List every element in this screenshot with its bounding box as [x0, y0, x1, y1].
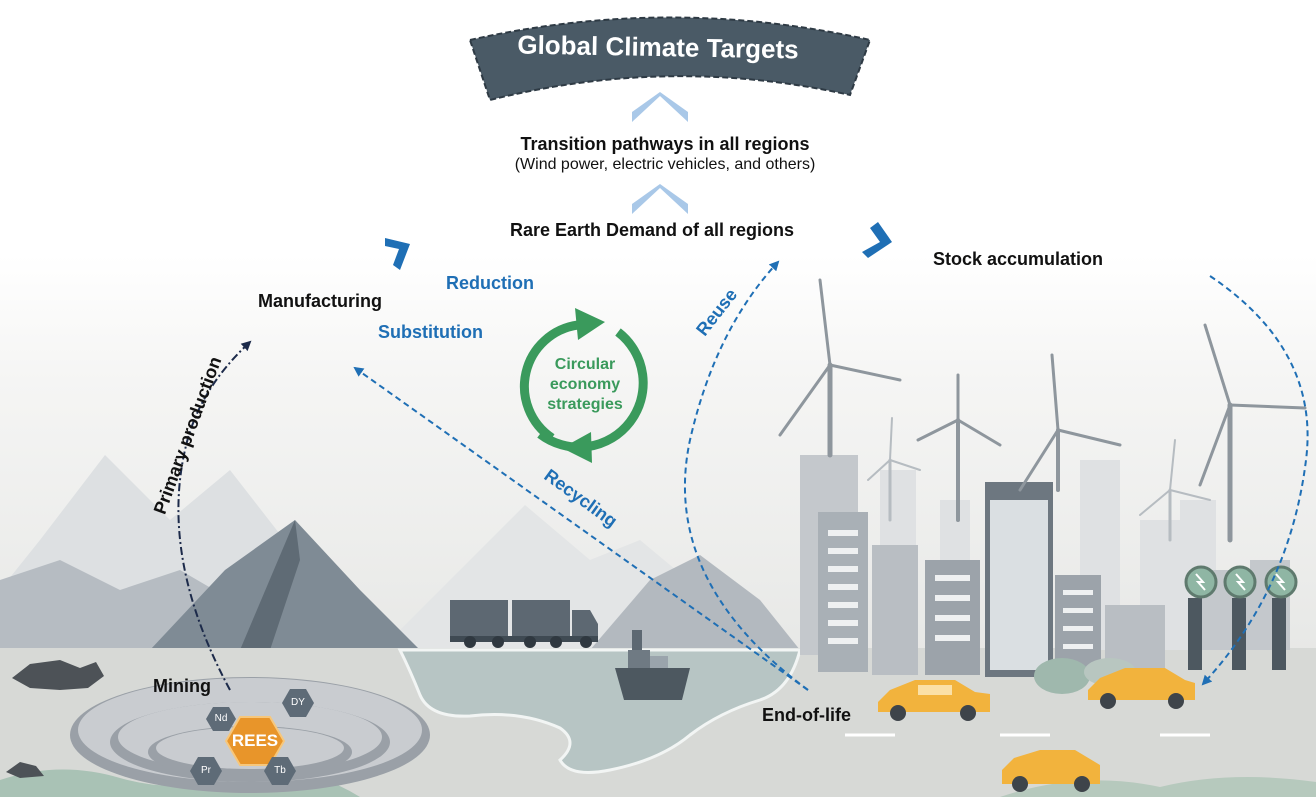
chevron-right-icon: [862, 222, 892, 258]
substitution-label: Substitution: [378, 322, 483, 342]
circular-line-3: strategies: [547, 396, 623, 413]
wind-turbines: [778, 278, 1307, 543]
reuse-arrow: [683, 260, 809, 691]
recycling-arrow: [353, 366, 809, 691]
charging-stations: [1184, 565, 1298, 670]
tb-label: Tb: [274, 765, 286, 776]
nd-label: Nd: [214, 713, 228, 724]
mining-label: Mining: [153, 676, 211, 696]
city-near: [818, 482, 1165, 677]
truck-illustration: [450, 600, 598, 648]
circular-arrowhead: [562, 432, 592, 463]
mountains-mid: [0, 520, 800, 650]
rocks: [6, 660, 104, 778]
manufacturing-label: Manufacturing: [258, 291, 382, 311]
cars: [878, 668, 1195, 792]
dy-label: DY: [291, 697, 305, 708]
car-1: [878, 680, 990, 721]
tb-hexagon: [264, 757, 296, 785]
up-chevron-icon: [632, 92, 688, 122]
pr-label: Pr: [201, 765, 211, 776]
car-3: [1002, 750, 1100, 792]
circular-line-2: economy: [549, 376, 621, 393]
dy-hexagon: [282, 689, 314, 717]
end-of-life-label: End-of-life: [762, 705, 851, 725]
ship-illustration: [615, 630, 690, 700]
stock-accumulation-label: Stock accumulation: [933, 249, 1104, 269]
transition-examples: (Wind power, electric vehicles, and othe…: [514, 156, 816, 173]
water: [397, 648, 802, 774]
building-windows: [828, 530, 1093, 649]
car-2: [1088, 668, 1195, 709]
reduction-label: Reduction: [446, 273, 534, 293]
transition-heading: Transition pathways in all regions: [520, 134, 810, 154]
element-hexagons: [190, 689, 314, 785]
nd-hexagon: [206, 707, 236, 731]
rees-hexagon: [224, 716, 286, 766]
circular-economy-label: Circular economy strategies: [530, 355, 640, 415]
title-banner: [468, 16, 872, 102]
circular-arrowhead: [575, 308, 605, 340]
rees-label: REES: [231, 731, 279, 750]
pr-hexagon: [190, 757, 222, 785]
stock-to-eol-arrow: [1201, 275, 1309, 686]
flow-arrows: [177, 260, 1309, 691]
demand-label: Rare Earth Demand of all regions: [509, 220, 795, 240]
primary-production-arrow: [177, 340, 252, 691]
up-chevron-icon: [632, 184, 688, 214]
city-far: [880, 460, 1216, 650]
circular-line-1: Circular: [554, 356, 616, 373]
chevron-right-icon: [385, 238, 410, 270]
